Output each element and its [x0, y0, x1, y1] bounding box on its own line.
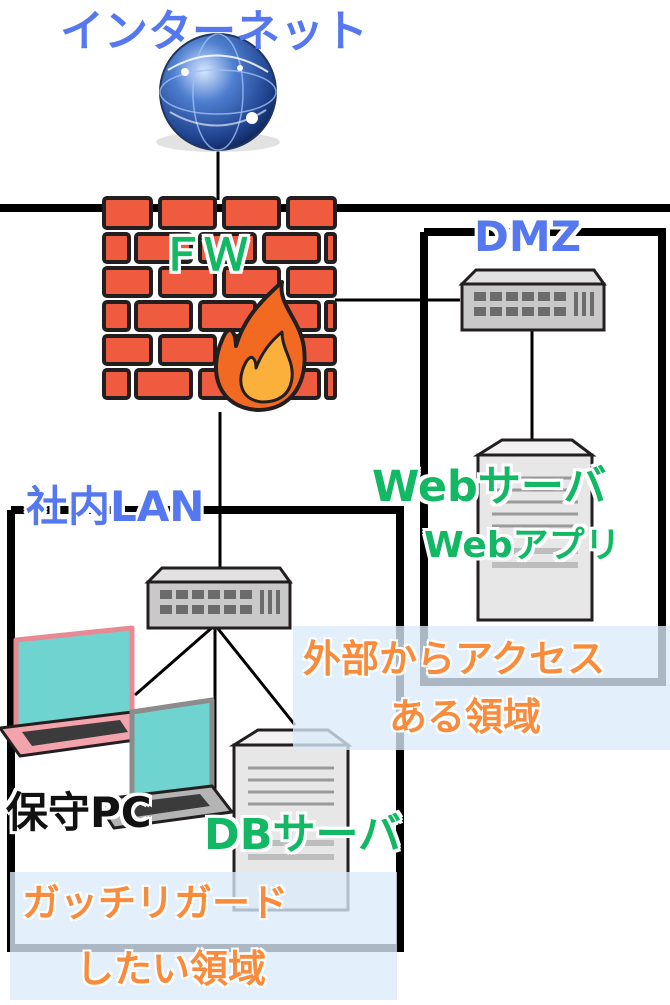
internet-label: インターネット [60, 6, 368, 57]
web-server-label: Webサーバ [372, 462, 607, 512]
web-app-label: Webアプリ [424, 525, 621, 566]
globe-icon [156, 33, 280, 152]
guard-area-note: ガッチリガード したい領域 [10, 872, 397, 1000]
external-access-line1: 外部からアクセス [303, 637, 606, 681]
fw-label: ＦＷ [160, 230, 248, 281]
laptop-icon [0, 625, 234, 830]
flame-icon [214, 280, 307, 412]
guard-area-line1: ガッチリガード [22, 881, 289, 925]
lan-zone-border [7, 506, 404, 952]
external-access-line2: ある領域 [389, 695, 542, 739]
switch-to-laptop1-line [134, 623, 216, 697]
external-access-note: 外部からアクセス ある領域 [293, 626, 670, 750]
dmz-label: DMZ [474, 212, 582, 261]
db-server-label: DBサーバ [204, 810, 402, 860]
guard-area-line2: したい領域 [76, 947, 267, 991]
lan-switch-icon [144, 566, 293, 630]
web-server-icon [472, 438, 597, 622]
lan-label: 社内LAN [26, 482, 205, 531]
maintenance-pc-label: 保守PC [6, 788, 152, 837]
switch-to-db-line [213, 624, 297, 726]
network-switch-icon [458, 268, 607, 332]
firewall-icon [102, 196, 337, 400]
